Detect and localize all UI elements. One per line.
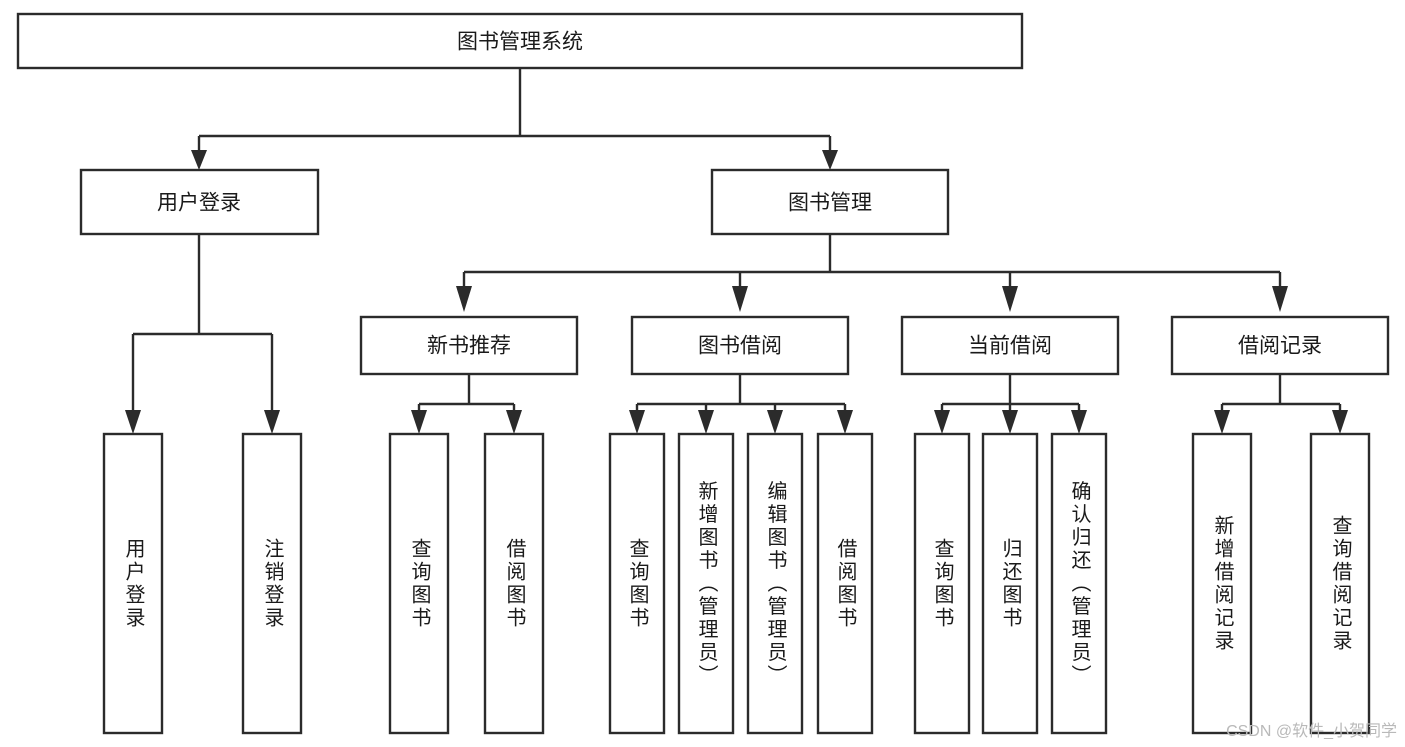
leaf-box <box>981 432 1039 735</box>
leaf-box <box>102 432 164 735</box>
root-box <box>16 12 1024 70</box>
leaf-label: 查询图书 <box>626 538 649 630</box>
arrow-bookborrow-leaf-4 <box>837 410 853 434</box>
leaf-label: 用户登录 <box>122 538 145 630</box>
node-new-book-recommend[interactable]: 新书推荐 <box>359 315 579 376</box>
root-label: 图书管理系统 <box>457 31 583 54</box>
leaf-label: 新增图书（管理员） <box>695 480 718 687</box>
book-borrow-box <box>630 315 850 376</box>
leaf-current-borrow-3[interactable]: 确认归还（管理员） <box>1050 432 1108 735</box>
leaf-book-borrow-2[interactable]: 新增图书（管理员） <box>677 432 735 735</box>
arrow-newbook-leaf-2 <box>506 410 522 434</box>
leaf-label: 新增借阅记录 <box>1211 515 1234 653</box>
node-borrow-record[interactable]: 借阅记录 <box>1170 315 1390 376</box>
leaf-box <box>913 432 971 735</box>
leaf-label: 注销登录 <box>261 538 284 630</box>
arrow-bookborrow-leaf-2 <box>698 410 714 434</box>
book-borrow-label: 图书借阅 <box>698 335 782 358</box>
arrow-currentborrow-leaf-2 <box>1002 410 1018 434</box>
arrow-level3-1 <box>456 286 472 312</box>
arrow-bookborrow-leaf-3 <box>767 410 783 434</box>
book-management-box <box>710 168 950 236</box>
leaf-box <box>483 432 545 735</box>
arrow-currentborrow-leaf-1 <box>934 410 950 434</box>
watermark-text: CSDN @软件_小贺同学 <box>1226 723 1397 740</box>
node-root[interactable]: 图书管理系统 <box>16 12 1024 70</box>
leaf-box <box>677 432 735 735</box>
leaf-book-borrow-4[interactable]: 借阅图书 <box>816 432 874 735</box>
leaf-user-login-1[interactable]: 用户登录 <box>102 432 164 735</box>
node-current-borrow[interactable]: 当前借阅 <box>900 315 1120 376</box>
leaf-label: 查询图书 <box>408 538 431 630</box>
leaf-label: 借阅图书 <box>834 538 857 630</box>
leaf-box <box>608 432 666 735</box>
user-login-label: 用户登录 <box>157 192 241 215</box>
node-book-borrow[interactable]: 图书借阅 <box>630 315 850 376</box>
leaf-current-borrow-2[interactable]: 归还图书 <box>981 432 1039 735</box>
arrow-borrowrecord-leaf-1 <box>1214 410 1230 434</box>
arrow-level2-2 <box>822 150 838 170</box>
leaf-current-borrow-1[interactable]: 查询图书 <box>913 432 971 735</box>
current-borrow-box <box>900 315 1120 376</box>
leaf-box <box>1050 432 1108 735</box>
arrow-level3-4 <box>1272 286 1288 312</box>
leaf-box <box>1191 432 1253 735</box>
borrow-record-label: 借阅记录 <box>1238 335 1322 358</box>
leaf-label: 确认归还（管理员） <box>1068 480 1091 687</box>
leaf-book-borrow-1[interactable]: 查询图书 <box>608 432 666 735</box>
leaf-borrow-record-1[interactable]: 新增借阅记录 <box>1191 432 1253 735</box>
new-book-recommend-label: 新书推荐 <box>427 335 511 358</box>
arrow-userlogin-leaf-2 <box>264 410 280 434</box>
node-book-management[interactable]: 图书管理 <box>710 168 950 236</box>
arrow-level3-2 <box>732 286 748 312</box>
node-user-login[interactable]: 用户登录 <box>79 168 320 236</box>
leaf-new-book-recommend-1[interactable]: 查询图书 <box>388 432 450 735</box>
leaf-label: 查询借阅记录 <box>1329 515 1352 653</box>
leaf-label: 查询图书 <box>931 538 954 630</box>
leaf-label: 借阅图书 <box>503 538 526 630</box>
leaf-label: 归还图书 <box>999 538 1022 630</box>
leaf-label: 编辑图书（管理员） <box>764 480 787 687</box>
leaf-box <box>241 432 303 735</box>
arrow-level3-3 <box>1002 286 1018 312</box>
arrow-borrowrecord-leaf-2 <box>1332 410 1348 434</box>
new-book-recommend-box <box>359 315 579 376</box>
book-management-label: 图书管理 <box>788 192 872 215</box>
leaf-borrow-record-2[interactable]: 查询借阅记录 <box>1309 432 1371 735</box>
arrow-level2-1 <box>191 150 207 170</box>
arrow-bookborrow-leaf-1 <box>629 410 645 434</box>
leaf-box <box>1309 432 1371 735</box>
arrow-currentborrow-leaf-3 <box>1071 410 1087 434</box>
leaf-box <box>388 432 450 735</box>
arrow-newbook-leaf-1 <box>411 410 427 434</box>
borrow-record-box <box>1170 315 1390 376</box>
leaf-user-login-2[interactable]: 注销登录 <box>241 432 303 735</box>
current-borrow-label: 当前借阅 <box>968 335 1052 358</box>
leaf-new-book-recommend-2[interactable]: 借阅图书 <box>483 432 545 735</box>
leaf-book-borrow-3[interactable]: 编辑图书（管理员） <box>746 432 804 735</box>
leaf-box <box>746 432 804 735</box>
leaf-box <box>816 432 874 735</box>
arrow-userlogin-leaf-1 <box>125 410 141 434</box>
